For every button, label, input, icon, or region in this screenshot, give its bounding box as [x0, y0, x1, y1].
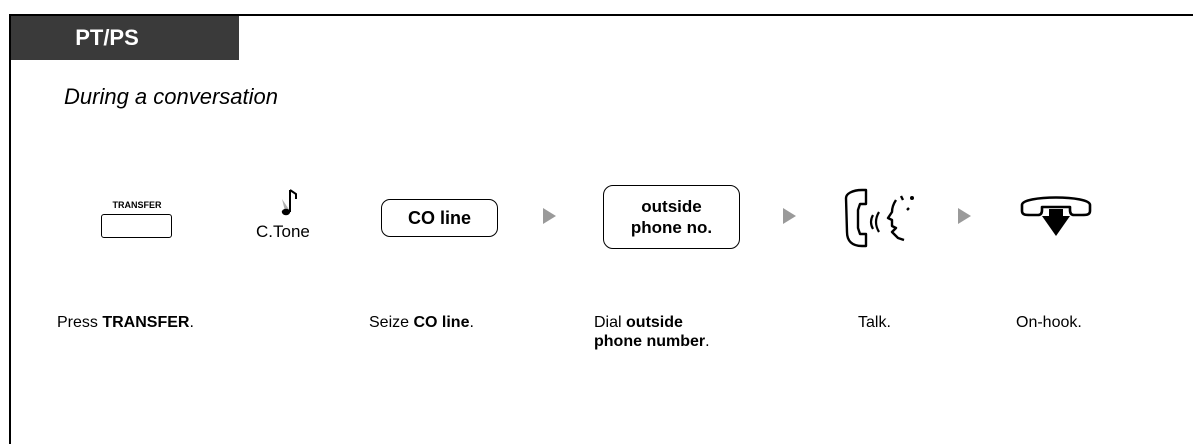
caption-dial-number: Dial outside phone number. [594, 314, 710, 350]
caption-on-hook: On-hook. [1016, 314, 1082, 331]
caption-talk: Talk. [858, 314, 891, 331]
outside-number-line2: phone no. [630, 218, 713, 237]
arrow-right-icon [543, 208, 556, 224]
condition-text: During a conversation [64, 84, 279, 109]
co-line-key[interactable]: CO line [381, 199, 498, 237]
tone-label: C.Tone [256, 222, 310, 241]
caption-dial-bold2: phone number [594, 333, 706, 350]
outside-number-key[interactable]: outside phone no. [603, 185, 740, 249]
transfer-key-button [101, 214, 172, 238]
transfer-key[interactable]: TRANSFER [100, 200, 174, 240]
caption-seize-bold: CO line [413, 314, 470, 331]
device-tab: PT/PS [11, 16, 239, 60]
caption-seize-co-line: Seize CO line. [369, 314, 474, 331]
caption-press-bold: TRANSFER [102, 314, 190, 331]
transfer-key-label: TRANSFER [112, 200, 162, 210]
content-frame [9, 14, 1193, 444]
device-tab-label: PT/PS [75, 25, 139, 50]
co-line-key-label: CO line [407, 207, 471, 228]
caption-press-transfer: Press TRANSFER. [57, 314, 194, 331]
on-hook-icon [1020, 196, 1092, 236]
arrow-right-icon [783, 208, 796, 224]
outside-number-line1: outside [641, 197, 702, 216]
handset-talk-icon [844, 188, 914, 248]
arrow-right-icon [958, 208, 971, 224]
caption-dial-bold1: outside [626, 314, 683, 331]
music-note-icon [281, 189, 297, 216]
